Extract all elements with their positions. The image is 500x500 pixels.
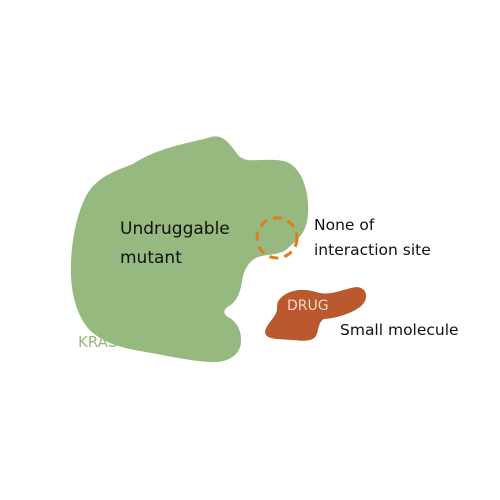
binding-site-label-line2: interaction site xyxy=(314,241,431,259)
mutant-state-label-line1: Undruggable xyxy=(120,219,230,239)
kras-protein-shape xyxy=(70,136,309,363)
drug-molecule-shape xyxy=(265,287,367,341)
kras-protein-label: KRAS xyxy=(78,333,117,351)
binding-site-circle xyxy=(255,216,299,260)
drug-description-label: Small molecule xyxy=(340,321,459,339)
mutant-state-label-line2: mutant xyxy=(120,248,182,268)
drug-label: DRUG xyxy=(287,298,329,314)
binding-site-label-line1: None of xyxy=(314,216,375,234)
